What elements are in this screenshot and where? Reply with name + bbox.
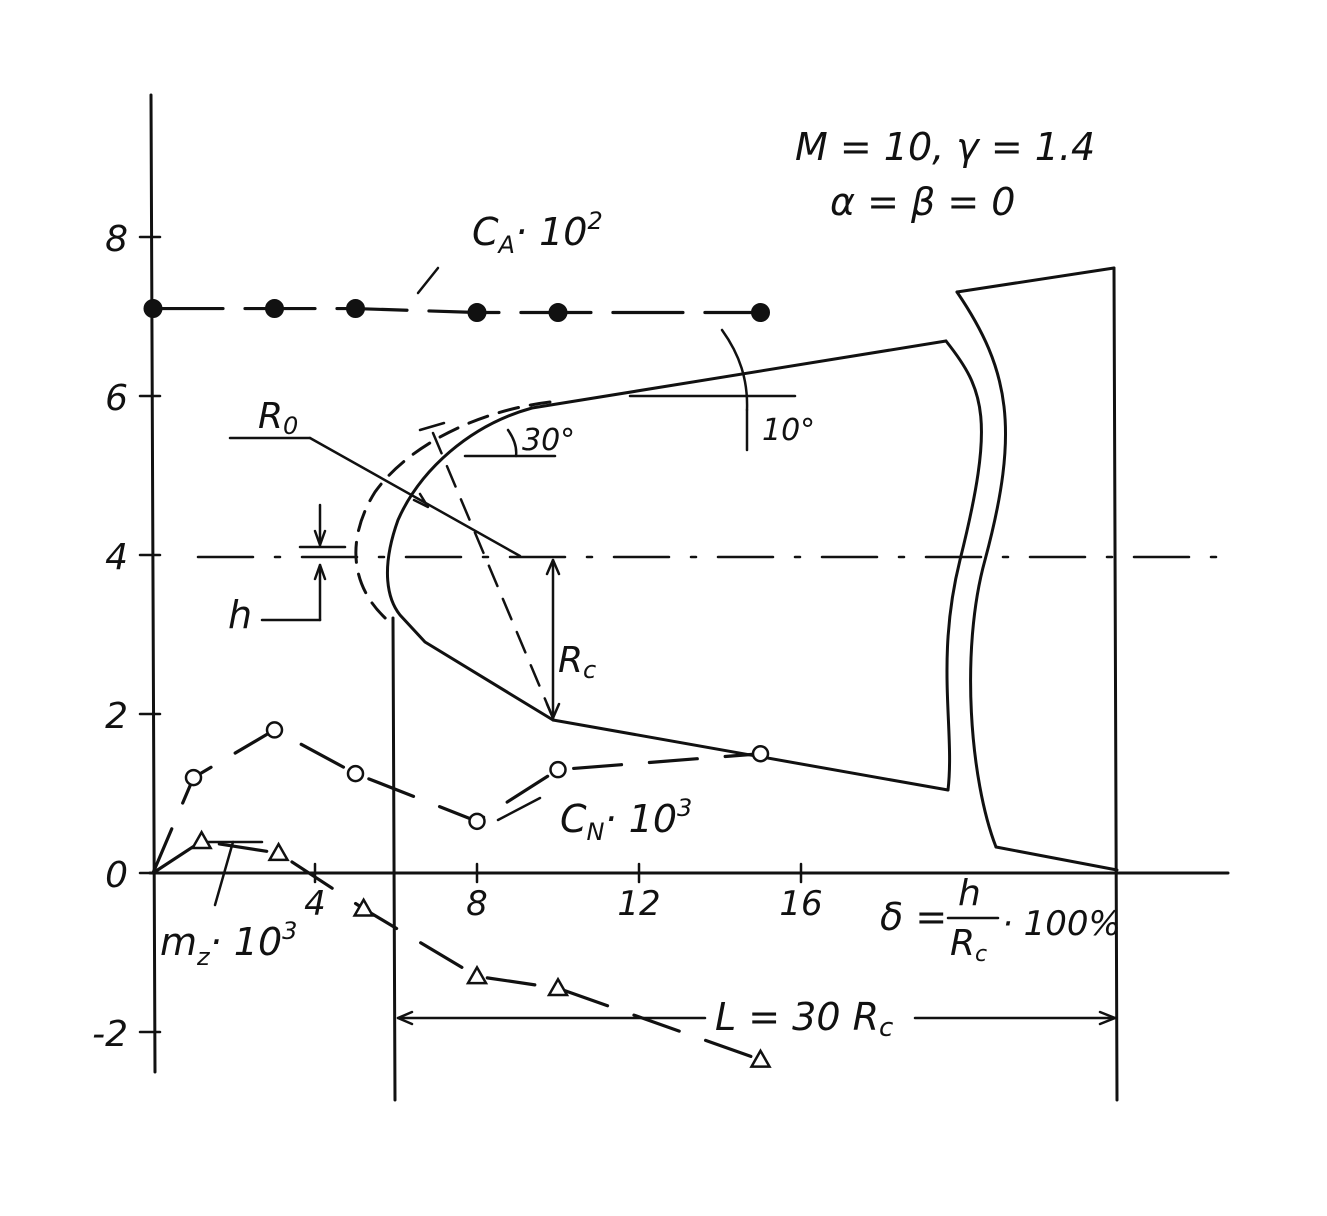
nose-vertical-line: [391, 616, 397, 1102]
data-point-cn: [346, 764, 365, 783]
series-line-ca: [151, 306, 763, 315]
delta-tail: · 100%: [1002, 904, 1121, 944]
h-label: h: [228, 593, 252, 637]
ca-label: CA· 102: [472, 207, 603, 259]
y-tick-label: 8: [105, 219, 128, 260]
delta-denominator: Rc: [950, 923, 987, 967]
flare-right: [1112, 266, 1119, 1102]
length-label: L = 30 Rc: [715, 995, 893, 1043]
data-point-mz: [267, 841, 290, 862]
rc-label: Rc: [558, 640, 596, 684]
labels: M = 10, γ = 1.4 α = β = 0 CA· 102 CN· 10…: [160, 125, 1121, 1043]
rc-arrow-top: [545, 558, 561, 576]
params-line1: M = 10, γ = 1.4: [795, 125, 1095, 169]
cn-leader: [496, 796, 542, 822]
delta-label: δ =: [880, 895, 947, 939]
data-point-cn: [468, 812, 486, 831]
dashed-radius-tick: [418, 421, 446, 432]
data-point-ca: [143, 299, 163, 319]
data-point-ca: [265, 299, 284, 319]
data-point-cn: [549, 760, 567, 779]
ca-leader: [416, 266, 440, 295]
body-upper-generator: [530, 339, 948, 410]
data-point-mz: [749, 1048, 772, 1068]
data-point-ca: [346, 299, 365, 319]
data-point-mz: [546, 976, 570, 997]
flare-bottom: [994, 845, 1119, 872]
mz-leader: [213, 840, 235, 907]
cn-label: CN· 103: [560, 794, 692, 846]
delta-numerator: h: [958, 873, 981, 914]
x-tick-label: 8: [466, 884, 488, 924]
y-tick-label: 2: [105, 696, 128, 737]
angle30-label: 30°: [522, 423, 575, 458]
series-cn: [151, 721, 770, 875]
r0-arrow: [412, 492, 430, 509]
data-point-mz: [465, 964, 489, 985]
angle10-label: 10°: [762, 413, 815, 448]
r0-leader: [308, 436, 522, 558]
y-tick-label: 0: [105, 855, 128, 896]
body-profile: [203, 266, 1119, 1102]
data-point-cn: [265, 721, 284, 739]
nose-arc-dashed: [354, 400, 552, 626]
angle30-arc: [506, 428, 518, 458]
axes: [148, 93, 1238, 1074]
y-ticks: -2 0 2 4 6 8: [92, 219, 162, 1055]
data-point-cn: [184, 768, 203, 787]
x-tick-label: 12: [617, 884, 660, 924]
r0-label: R0: [258, 396, 298, 440]
angle10-arc: [720, 328, 749, 412]
y-axis: [149, 93, 157, 1074]
data-point-cn: [751, 745, 770, 763]
length-arrow-left: [396, 1010, 414, 1026]
data-point-mz: [190, 829, 213, 850]
x-tick-label: 16: [779, 884, 822, 924]
y-tick-label: -2: [92, 1014, 128, 1055]
flare-front-edge: [955, 290, 1008, 849]
y-tick-label: 4: [105, 537, 128, 578]
body-rear-edge: [944, 339, 983, 792]
h-dim-arrowhead-up: [313, 563, 327, 581]
x-ticks: 4 8 12 16: [304, 862, 823, 924]
data-point-ca: [751, 303, 770, 323]
y-tick-label: 6: [105, 378, 128, 419]
params-line2: α = β = 0: [830, 180, 1015, 224]
data-point-mz: [352, 897, 375, 917]
series-mz: [151, 829, 772, 1068]
mz-label: mz· 103: [160, 917, 297, 971]
series-ca: [143, 299, 770, 323]
data-point-ca: [467, 303, 487, 323]
nose-arc-solid: [386, 406, 555, 722]
h-dim-arrowhead-down: [313, 529, 327, 547]
length-arrow-right: [1098, 1010, 1117, 1026]
dashed-radius-line: [431, 431, 555, 720]
x-tick-label: 4: [304, 884, 326, 924]
flare-top: [955, 266, 1116, 294]
data-point-ca: [548, 303, 568, 323]
